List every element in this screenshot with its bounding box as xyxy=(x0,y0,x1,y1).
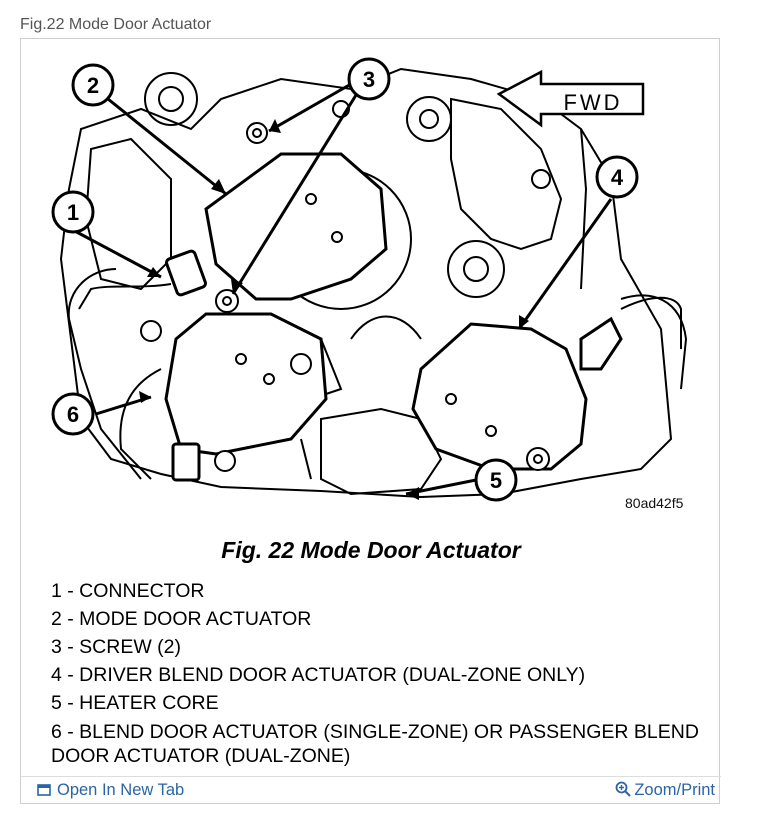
figure-code: 80ad42f5 xyxy=(625,495,684,511)
open-new-tab-icon xyxy=(37,784,51,796)
open-in-new-tab-label: Open In New Tab xyxy=(57,781,185,799)
legend-item: 5 - HEATER CORE xyxy=(51,692,219,714)
fwd-label: FWD xyxy=(563,90,622,115)
forward-arrow-icon xyxy=(496,69,645,128)
figure-title: Fig. 22 Mode Door Actuator xyxy=(221,537,521,563)
callout-5: 5 xyxy=(490,468,502,493)
callout-4: 4 xyxy=(611,165,624,190)
figure-frame: FWD xyxy=(20,38,721,804)
callout-3: 3 xyxy=(363,67,375,92)
legend-item: 1 - CONNECTOR xyxy=(51,580,205,602)
callout-6: 6 xyxy=(67,402,79,427)
callout-2: 2 xyxy=(87,73,99,98)
mode-door-diagram: FWD xyxy=(51,57,688,502)
open-in-new-tab-link[interactable]: Open In New Tab xyxy=(37,781,184,800)
zoom-print-label: Zoom/Print xyxy=(634,781,715,799)
legend-item: 4 - DRIVER BLEND DOOR ACTUATOR (DUAL-ZON… xyxy=(51,664,586,686)
figure-footer: Open In New Tab Zoom/Print xyxy=(21,776,721,804)
zoom-icon xyxy=(615,781,632,797)
figure-caption: Fig.22 Mode Door Actuator xyxy=(20,16,212,33)
callout-1: 1 xyxy=(67,200,79,225)
legend-item: 6 - BLEND DOOR ACTUATOR (SINGLE-ZONE) OR… xyxy=(51,721,699,767)
legend-item: 2 - MODE DOOR ACTUATOR xyxy=(51,608,312,630)
legend-item: 3 - SCREW (2) xyxy=(51,636,182,658)
legend: 1 - CONNECTOR 2 - MODE DOOR ACTUATOR 3 -… xyxy=(51,577,701,768)
zoom-print-link[interactable]: Zoom/Print xyxy=(615,781,715,800)
